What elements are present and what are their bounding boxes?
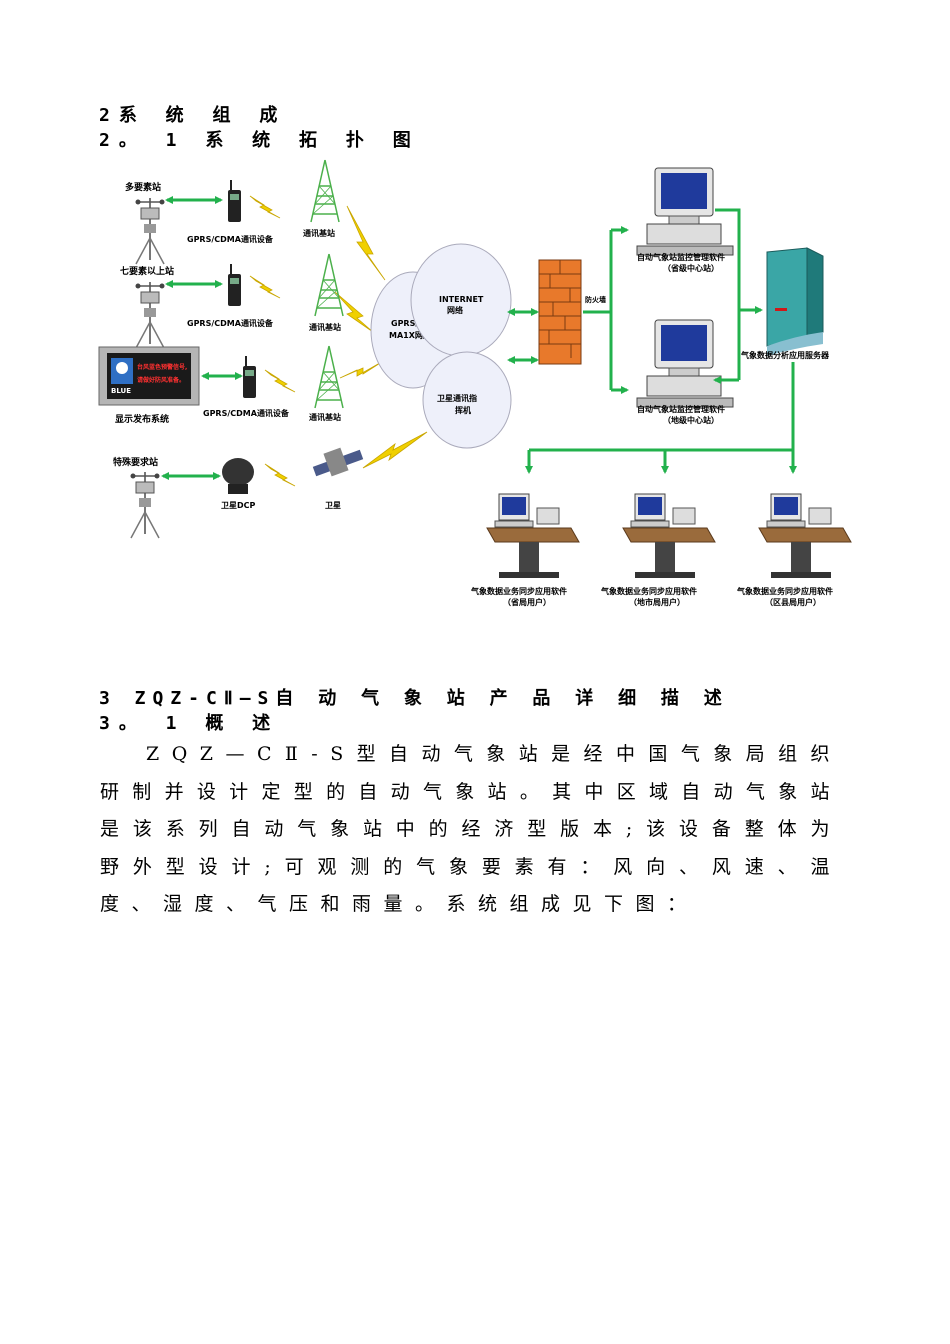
server-icon [766, 247, 824, 356]
satellite-dcp-label: 卫星DCP [221, 500, 256, 510]
comm-device-label: GPRS/CDMA通讯设备 [187, 318, 274, 328]
monitor-provincial-label-1: 自动气象站监控管理软件 [637, 252, 725, 262]
wireless-signal-icon [249, 275, 281, 299]
gprs-radio-icon [227, 263, 242, 307]
monitor-provincial-label-2: （省级中心站） [663, 263, 719, 273]
user-city-label-2: （地市局用户） [629, 597, 685, 607]
wireless-signal-icon [249, 195, 281, 219]
weather-mast-icon [134, 281, 166, 349]
monitor-city-label-1: 自动气象站监控管理软件 [637, 404, 725, 414]
satellite-center-label-1: 卫星通讯指 [437, 393, 477, 403]
section-3-1-heading: 3。 1 概 述 [99, 713, 280, 734]
wireless-signal-icon [264, 463, 296, 487]
user-provincial-label-2: （省局用户） [503, 597, 551, 607]
user-workstation-icon [486, 493, 580, 579]
base-tower-icon [314, 345, 344, 409]
comm-device-label: GPRS/CDMA通讯设备 [203, 408, 290, 418]
wireless-signal-icon [362, 431, 428, 469]
base-station-label: 通讯基站 [309, 322, 341, 332]
user-county-label-2: （区县局用户） [765, 597, 821, 607]
section-2-1-heading: 2。 1 系 统 拓 扑 图 [99, 130, 420, 151]
base-tower-icon [310, 159, 340, 223]
internet-label-1: INTERNET [439, 295, 484, 304]
user-provincial-label-1: 气象数据业务同步应用软件 [470, 586, 567, 596]
gprs-network-label-2: MA1X网络 [389, 330, 431, 340]
comm-device-label: GPRS/CDMA通讯设备 [187, 234, 274, 244]
server-label: 气象数据分析应用服务器 [740, 350, 830, 360]
gprs-radio-icon [242, 355, 257, 399]
station-label-multi-element: 多要素站 [125, 181, 161, 193]
user-workstation-icon [622, 493, 716, 579]
satellite-label: 卫星 [325, 500, 341, 510]
base-tower-icon [314, 253, 344, 317]
station-label-seven-element: 七要素以上站 [120, 265, 174, 277]
display-screen-text-1: 台风蓝色预警信号, [137, 363, 187, 371]
overview-paragraph-text: ZQZ—CⅡ-S型自动气象站是经中国气象局组织研制并设计定型的自动气象站。其中区… [100, 743, 842, 915]
weather-mast-icon [134, 197, 166, 265]
display-board: BLUE 台风蓝色预警信号, 请做好防风准备。 [98, 346, 200, 406]
overview-paragraph: ZQZ—CⅡ-S型自动气象站是经中国气象局组织研制并设计定型的自动气象站。其中区… [100, 736, 842, 924]
satellite-icon [312, 447, 364, 477]
firewall-label: 防火墙 [585, 295, 606, 304]
wireless-signal-icon [346, 205, 386, 281]
user-city-label-1: 气象数据业务同步应用软件 [600, 586, 697, 596]
user-workstation-icon [758, 493, 852, 579]
base-station-label: 通讯基站 [303, 228, 335, 238]
satellite-center-label-2: 挥机 [455, 405, 471, 415]
base-station-label: 通讯基站 [309, 412, 341, 422]
monitor-city-label-2: （地级中心站） [663, 415, 719, 425]
firewall-icon [538, 259, 582, 365]
station-label-special: 特殊要求站 [113, 456, 158, 468]
monitor-pc-city-icon [636, 319, 734, 408]
wireless-signal-icon [264, 369, 296, 393]
station-label-display: 显示发布系统 [115, 413, 169, 425]
gprs-network-label-1: GPRS/CD [391, 319, 431, 328]
internet-label-2: 网络 [447, 305, 463, 315]
section-2-heading: 2系 统 组 成 [99, 105, 287, 126]
section-3-heading: 3 ZQZ-CⅡ—S自 动 气 象 站 产 品 详 细 描 述 [99, 688, 729, 709]
satellite-dcp-icon [222, 458, 254, 494]
display-logo-text: BLUE [111, 387, 131, 395]
gprs-radio-icon [227, 179, 242, 223]
weather-mast-icon [129, 471, 161, 539]
system-topology-diagram: 多要素站 七要素以上站 BLUE 台风蓝色预警信号, 请做好防风准备。 显示发布… [98, 159, 852, 607]
user-county-label-1: 气象数据业务同步应用软件 [736, 586, 833, 596]
display-screen-text-2: 请做好防风准备。 [137, 376, 185, 384]
satellite-center-cloud [422, 351, 512, 449]
